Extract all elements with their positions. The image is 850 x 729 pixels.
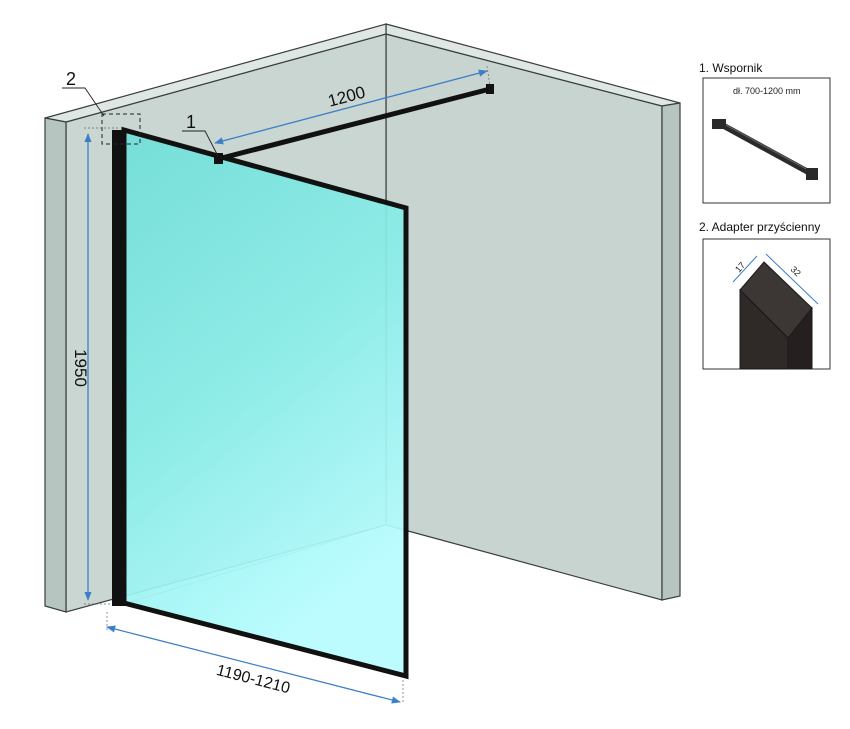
legend-adapter: 2. Adapter przyścienny 17 32 bbox=[699, 220, 831, 370]
wall-profile bbox=[112, 130, 126, 606]
callout-1: 1 bbox=[182, 112, 219, 157]
left-wall-end bbox=[44, 117, 67, 613]
legend-bracket-title: 1. Wspornik bbox=[699, 61, 763, 75]
back-wall bbox=[385, 33, 663, 601]
back-wall-end bbox=[661, 102, 681, 601]
callout-2: 2 bbox=[62, 69, 105, 117]
height-dimension: 1950 bbox=[71, 127, 118, 605]
legend-adapter-title: 2. Adapter przyścienny bbox=[699, 220, 820, 234]
callout-2-label: 2 bbox=[66, 69, 76, 89]
callout-1-label: 1 bbox=[186, 112, 196, 132]
adapter-detail-box bbox=[101, 113, 141, 145]
legend-bracket: 1. Wspornik dł. 700-1200 mm bbox=[699, 61, 831, 204]
adapter-icon bbox=[732, 253, 819, 370]
legend-bracket-box bbox=[702, 77, 831, 204]
height-value: 1950 bbox=[71, 349, 90, 387]
glass-panel bbox=[112, 126, 409, 680]
bracket-icon bbox=[712, 119, 818, 180]
adapter-dim-a: 17 bbox=[733, 260, 747, 274]
legend-bracket-length: dł. 700-1200 mm bbox=[733, 86, 801, 96]
glass-surface bbox=[124, 130, 406, 676]
width-value: 1190-1210 bbox=[215, 662, 292, 697]
